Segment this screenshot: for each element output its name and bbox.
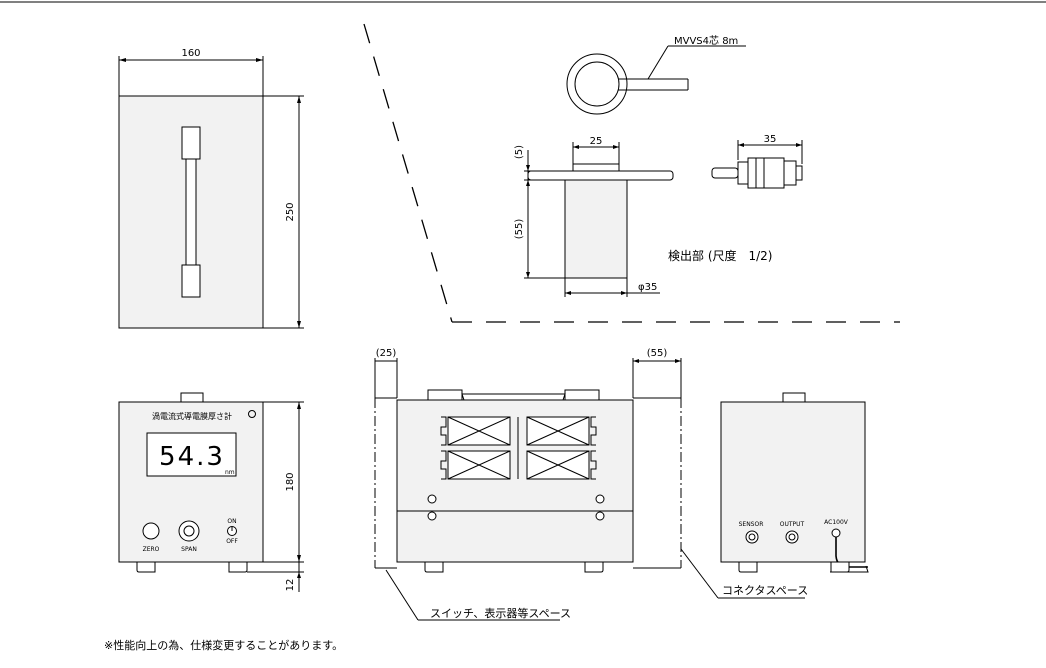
- sensor-plate: [527, 170, 674, 181]
- connector-space-callout: コネクタスペース: [722, 584, 808, 597]
- foot-right: [228, 561, 248, 573]
- dim-front-height: 180: [285, 472, 296, 491]
- side-body: [396, 399, 634, 563]
- dim-sensor-width: 25: [590, 136, 603, 147]
- dim-foot-height: 12: [285, 579, 296, 592]
- span-knob[interactable]: [178, 520, 200, 542]
- dim-connector-len: 35: [764, 134, 777, 145]
- dim-left-space: (25): [376, 348, 397, 359]
- side-view: (25) (55) スイッチ、表示器等スペース コネクタスペース: [374, 348, 808, 621]
- handle-end-top: [181, 126, 201, 160]
- dim-right-space: (55): [647, 348, 668, 359]
- display-unit: nm: [225, 469, 235, 476]
- power-label: AC100V: [824, 519, 849, 526]
- cable-label: MVVS4芯 8m: [674, 34, 738, 47]
- zero-knob[interactable]: [142, 522, 160, 540]
- sensor-ring-inner: [574, 61, 620, 107]
- output-port[interactable]: [785, 530, 799, 544]
- handle-bar: [185, 158, 197, 266]
- power-inlet[interactable]: [831, 528, 841, 538]
- top-view: 160 250: [118, 48, 304, 329]
- display-window: [146, 432, 237, 477]
- handle-end-bottom: [181, 264, 201, 298]
- screw-icon: [248, 410, 256, 418]
- front-handle: [180, 392, 204, 403]
- dim-sensor-body: (55): [514, 219, 525, 240]
- sensor-connector: [711, 157, 803, 189]
- sensor-ring-outer: [566, 53, 628, 115]
- dim-sensor-top: (5): [514, 145, 525, 159]
- dim-sensor-dia: φ35: [638, 282, 657, 293]
- sensor-port-label: SENSOR: [739, 521, 764, 528]
- vent-grille: [440, 416, 597, 480]
- on-label: ON: [227, 518, 236, 525]
- front-panel-title: 渦電流式導電膜厚さ計: [152, 411, 232, 421]
- zero-label: ZERO: [143, 546, 160, 553]
- front-view: 渦電流式導電膜厚さ計 54.3 nm ZERO SPAN ON OFF 180 …: [118, 392, 304, 592]
- dim-top-width: 160: [181, 48, 200, 59]
- sensor-port[interactable]: [745, 530, 759, 544]
- display-value: 54.3: [159, 442, 225, 472]
- rear-view: SENSOR OUTPUT AC100V: [720, 392, 869, 573]
- output-port-label: OUTPUT: [780, 521, 805, 528]
- detail-boundary: [363, 23, 900, 323]
- off-label: OFF: [226, 538, 238, 545]
- footnote: ※性能向上の為、仕様変更することがあります。: [104, 638, 343, 652]
- sensor-cap: [572, 163, 620, 172]
- sensor-body: [564, 179, 628, 279]
- span-label: SPAN: [181, 546, 197, 553]
- sensor-detail: MVVS4芯 8m 25 (5) (55) φ35: [514, 34, 803, 297]
- switch-space-callout: スイッチ、表示器等スペース: [430, 606, 571, 620]
- foot-left: [136, 561, 156, 573]
- dim-top-height: 250: [285, 202, 296, 221]
- sensor-caption: 検出部 (尺度 1/2): [668, 248, 773, 263]
